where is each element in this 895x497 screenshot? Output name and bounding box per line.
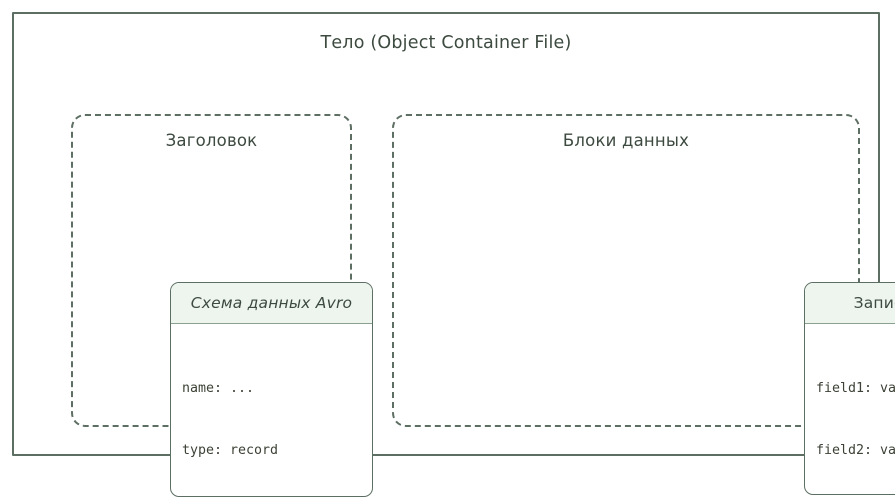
object-container-file-frame: Тело (Object Container File) Заголовок С… bbox=[12, 12, 895, 497]
code-line: field1: value11 bbox=[816, 380, 895, 396]
card-avro-record-1-body: field1: value11 field2: value12 ... [sys… bbox=[805, 324, 895, 494]
diagram-title: Тело (Object Container File) bbox=[320, 33, 572, 53]
card-avro-record-1: Запись Avro field1: value11 field2: valu… bbox=[804, 282, 895, 495]
code-line: name: ... bbox=[182, 380, 255, 396]
card-avro-record-1-header: Запись Avro bbox=[805, 283, 895, 324]
card-avro-schema-body: name: ... type: record field1: datatype1… bbox=[171, 324, 372, 496]
card-avro-record-1-header-label: Запись Avro bbox=[853, 294, 895, 312]
card-avro-schema-header: Схема данных Avro bbox=[171, 283, 372, 324]
code-line: type: record bbox=[182, 442, 279, 458]
group-data-blocks-container: Блоки данных Запись Avro field1: value11… bbox=[392, 114, 895, 495]
card-avro-schema: Схема данных Avro name: ... type: record… bbox=[170, 282, 373, 497]
group-header-label: Заголовок bbox=[165, 131, 258, 150]
group-data-blocks-label: Блоки данных bbox=[562, 131, 690, 150]
code-line: field2: value12 bbox=[816, 442, 895, 458]
group-header-container: Заголовок Схема данных Avro name: ... ty… bbox=[71, 114, 373, 497]
diagram-canvas: Тело (Object Container File) Заголовок С… bbox=[12, 12, 895, 497]
card-avro-schema-header-label: Схема данных Avro bbox=[190, 294, 353, 312]
